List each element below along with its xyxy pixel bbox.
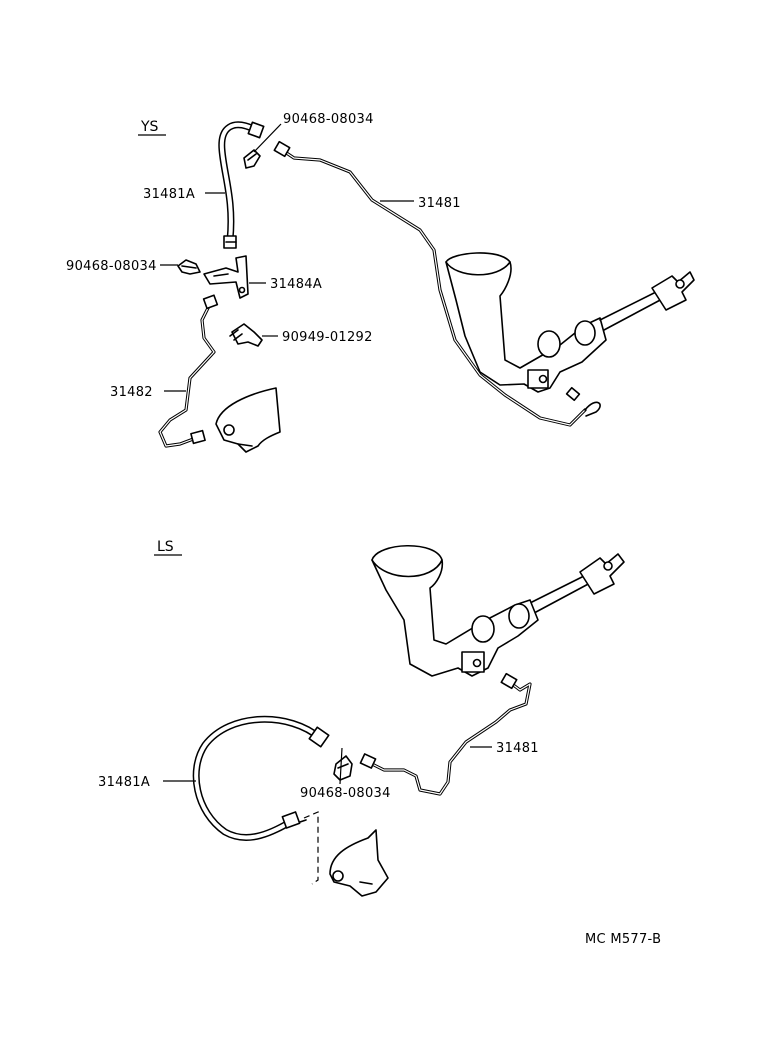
ys-clip-top-leader <box>253 123 282 153</box>
ys-section-label: YS <box>140 119 159 135</box>
ys-hose-label: 31481A <box>143 187 195 202</box>
ys-section: YS 90468-08034 31481A 31481 <box>66 112 695 453</box>
ys-flexible-hose <box>218 121 265 249</box>
ls-tube <box>359 672 532 796</box>
ys-clip-left-part <box>177 259 201 275</box>
ls-tube-label: 31481 <box>496 741 539 756</box>
ls-section-label: LS <box>157 539 174 555</box>
figure-code: MC M577-B <box>585 932 661 947</box>
ls-clip-leader <box>339 747 343 785</box>
ls-clip-label: 90468-08034 <box>300 786 391 801</box>
ys-main-tube <box>273 140 601 427</box>
ys-clip-top-label: 90468-08034 <box>283 112 374 127</box>
ls-flexible-hose <box>192 715 330 841</box>
ys-clip-left-label: 90468-08034 <box>66 259 157 274</box>
ys-lower-tube <box>158 294 219 448</box>
ls-alignment-dashed-line <box>303 811 319 885</box>
ys-tube-lower-label: 31482 <box>110 385 153 400</box>
ys-bracket-label: 31484A <box>270 277 322 292</box>
ys-bolt-label: 90949-01292 <box>282 330 373 345</box>
ls-section: LS 31481 <box>98 539 625 897</box>
ys-slave-cylinder <box>215 387 281 453</box>
ls-clip-part <box>333 755 353 781</box>
ys-tube-main-label: 31481 <box>418 196 461 211</box>
ys-clip-top-part <box>243 149 261 169</box>
ls-slave-cylinder <box>329 829 389 897</box>
ys-bracket-part <box>203 255 249 299</box>
ys-master-cylinder <box>445 252 695 393</box>
ys-bolt-part <box>229 323 263 347</box>
ls-hose-label: 31481A <box>98 775 150 790</box>
ls-master-cylinder <box>371 544 625 677</box>
